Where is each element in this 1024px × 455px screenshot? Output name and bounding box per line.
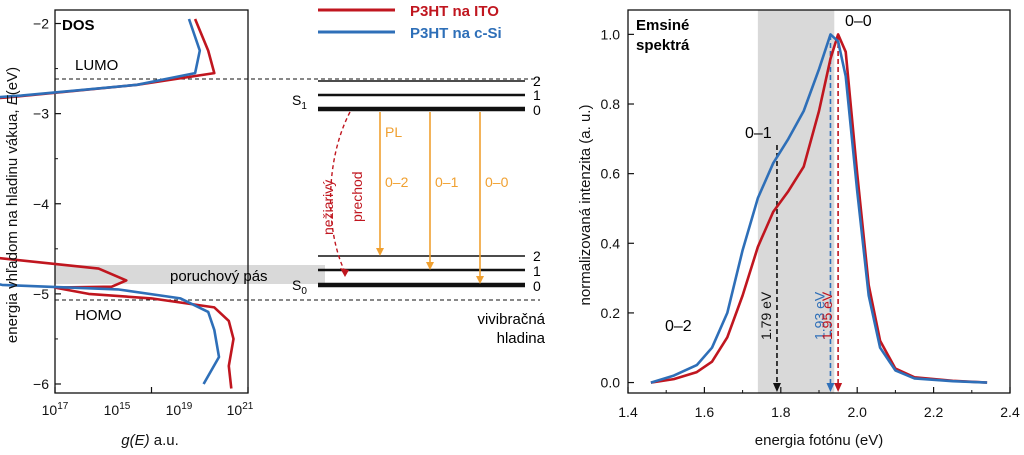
dos-y-axis-label-main: energia vhľadom na hladinu vákua, [4,105,21,343]
dos-x-tick-base: 10 [166,402,182,418]
dos-x-tick-base: 10 [104,402,120,418]
emission-y-tick-label: 0.2 [601,305,621,321]
emission-y-tick-label: 1.0 [601,26,621,42]
s1-label-sub: 1 [301,101,307,112]
dos-y-tick-label: −5 [33,286,49,302]
emission-x-tick-label: 2.0 [847,404,867,420]
emission-y-tick-label: 0.0 [601,375,621,391]
dos-x-tick-base: 10 [227,402,243,418]
s1-label: S1 [292,92,307,112]
dos-y-axis-label: energia vhľadom na hladinu vákua, E(eV) [4,67,21,343]
highlight-band [757,10,835,393]
dos-x-tick-label: 1019 [166,401,193,418]
dos-x-axis-label-var: g(E) [121,432,149,449]
marker-label: 1.95 eV [819,291,835,340]
emission-y-tick-label: 0.4 [601,235,621,251]
emission-series-ito [650,33,988,384]
vibrational-label-1: vivibračná [477,311,545,328]
s0-level-label-1: 1 [533,263,541,279]
s0-label-main: S [292,277,301,293]
dos-y-axis-label-unit: (eV) [4,67,21,95]
s1-level-label-0: 0 [533,102,541,118]
pl-arrowhead-0-0 [476,276,484,284]
pl-arrowhead-0-2 [376,248,384,256]
defect-band-label: poruchový pás [170,268,268,285]
dos-x-tick-label: 1015 [104,401,131,418]
emission-y-axis-label: normalizovaná intenzita (a. u.) [577,105,594,306]
dos-y-tick-label: −6 [33,376,49,392]
emission-x-tick-label: 2.2 [924,404,944,420]
peak-label-0-1: 0–1 [745,125,772,142]
dos-series-csi [0,18,221,385]
nonradiative-arrow [329,111,351,273]
dos-y-tick-label: −2 [33,16,49,32]
dos-y-tick-label: −4 [33,196,49,212]
nonradiative-label-1: nežiarivý [320,180,336,235]
peak-label-0-2: 0–2 [665,318,692,335]
pl-label: PL [385,124,402,140]
transition-label-0-1: 0–1 [435,174,459,190]
s0-level-label-2: 2 [533,248,541,264]
marker-label: 1.93 eV [811,291,827,340]
marker-arrowhead [826,383,835,392]
s0-label: S0 [292,277,307,297]
dos-x-tick-label: 1017 [42,401,69,418]
emission-x-ticks: 1.4 1.6 1.8 2.0 2.2 2.4 [618,387,1020,420]
dos-x-tick-exp: 15 [119,401,131,412]
legend: P3HT na ITO P3HT na c-Si [318,3,502,42]
s0-level-label-0: 0 [533,278,541,294]
emission-y-tick-label: 0.8 [601,96,621,112]
dos-y-ticks: −2 −3 −4 −5 −6 [33,16,61,392]
vibrational-label-2: hladina [497,330,546,347]
emission-title-line-2: spektrá [636,37,690,54]
s1-level-label-2: 2 [533,73,541,89]
emission-y-ticks: 0.0 0.2 0.4 0.6 0.8 1.0 [601,26,634,391]
dos-y-tick-label: −3 [33,106,49,122]
emission-series-csi [650,33,988,384]
emission-x-tick-label: 1.8 [771,404,791,420]
jablonski-diagram: 2 1 0 2 1 0 S1 S0 PL 0–2 0–1 0–0 nežiari… [292,73,546,347]
dos-panel-title: DOS [62,17,95,34]
peak-label-0-0: 0–0 [845,13,872,30]
emission-x-tick-label: 1.6 [695,404,715,420]
nonradiative-label-2: prechod [349,171,365,222]
dos-x-axis-label: g(E) a.u. [121,432,179,449]
legend-label-csi: P3HT na c-Si [410,25,502,42]
emission-panel: 0.0 0.2 0.4 0.6 0.8 1.0 1.4 1.6 1.8 2.0 2.2 2.4 1.… [577,9,1020,449]
pl-arrowhead-0-1 [426,262,434,270]
marker-arrowhead [772,383,781,392]
dos-y-axis-label-var: E [4,94,21,105]
emission-x-tick-label: 2.4 [1000,404,1020,420]
lumo-label: LUMO [75,57,118,74]
dos-x-tick-label: 1021 [227,401,254,418]
emission-markers: 1.79 eV 1.93 eV1.95 eV [758,35,843,392]
s1-label-main: S [292,92,301,108]
transition-label-0-0: 0–0 [485,174,509,190]
emission-y-tick-label: 0.6 [601,166,621,182]
dos-x-axis-label-unit: a.u. [150,432,179,449]
dos-x-tick-exp: 19 [181,401,193,412]
s1-level-label-1: 1 [533,87,541,103]
emission-title-line-1: Emsiné [636,17,689,34]
homo-label: HOMO [75,307,122,324]
s0-label-sub: 0 [301,286,307,297]
dos-x-tick-exp: 21 [242,401,254,412]
legend-label-ito: P3HT na ITO [410,3,499,20]
emission-x-axis-label: energia fotónu (eV) [755,432,883,449]
dos-x-tick-exp: 17 [57,401,69,412]
nonradiative-arrowhead [340,268,349,277]
transition-label-0-2: 0–2 [385,174,409,190]
emission-x-tick-label: 1.4 [618,404,638,420]
dos-x-tick-base: 10 [42,402,58,418]
marker-arrowhead [834,383,843,392]
marker-label: 1.79 eV [758,291,774,340]
